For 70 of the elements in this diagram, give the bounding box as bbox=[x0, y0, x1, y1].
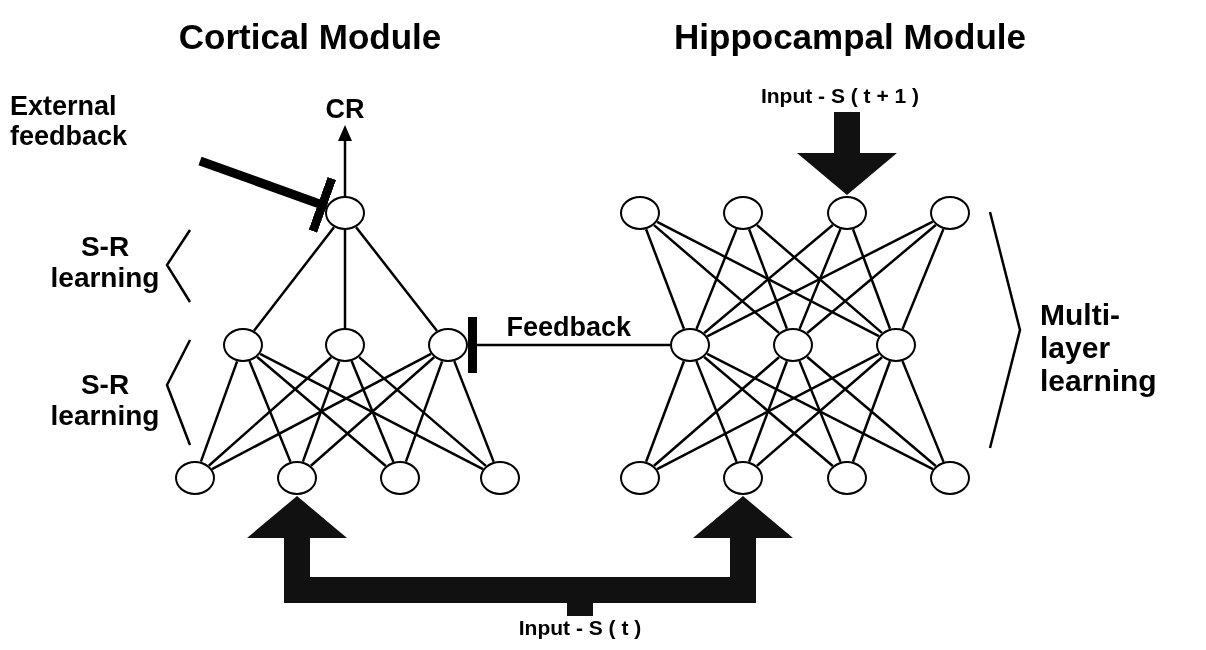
arrow bbox=[338, 125, 352, 196]
connection-line bbox=[259, 352, 484, 471]
bracket-label: S-R learning bbox=[49, 232, 161, 294]
connection-line bbox=[253, 226, 335, 332]
connection-line bbox=[355, 226, 438, 332]
connection-line bbox=[806, 224, 937, 334]
neuron-circle bbox=[827, 461, 867, 495]
neuron-circle bbox=[380, 461, 420, 495]
connection-line bbox=[310, 356, 435, 467]
connection-line bbox=[644, 360, 686, 463]
connection-line bbox=[747, 360, 789, 463]
connection-line bbox=[211, 352, 432, 471]
connection-line bbox=[706, 220, 934, 338]
connection-line bbox=[656, 220, 880, 338]
neuron-circle bbox=[827, 196, 867, 230]
connection-line bbox=[350, 360, 395, 463]
feedback-label: External feedback bbox=[10, 92, 200, 152]
neuron-circle bbox=[723, 196, 763, 230]
connection-line bbox=[248, 360, 292, 463]
neuron-circle bbox=[930, 461, 970, 495]
neuron-circle bbox=[930, 196, 970, 230]
connection-line bbox=[901, 360, 945, 463]
connection-line bbox=[806, 356, 937, 467]
neuron-circle bbox=[876, 328, 916, 362]
neuron-circle bbox=[428, 328, 468, 362]
neuron-circle bbox=[620, 461, 660, 495]
connection-line bbox=[851, 360, 892, 463]
inhibitory-connector bbox=[468, 317, 670, 373]
module-title: Hippocampal Module bbox=[673, 18, 1027, 57]
connection-line bbox=[653, 356, 780, 467]
neuron-circle bbox=[670, 328, 710, 362]
connection-line bbox=[404, 360, 444, 463]
neuron-circle bbox=[325, 328, 365, 362]
connection-line bbox=[207, 356, 333, 467]
neuron-circle bbox=[620, 196, 660, 230]
connection-line bbox=[343, 230, 347, 328]
connection-line bbox=[798, 228, 842, 330]
connection-line bbox=[644, 228, 686, 330]
connection-line bbox=[901, 228, 945, 330]
connection-line bbox=[706, 352, 934, 471]
connection-line bbox=[653, 224, 780, 334]
module-title: Cortical Module bbox=[177, 18, 443, 57]
input-label: Input - S ( t + 1 ) bbox=[715, 84, 965, 108]
connection-line bbox=[756, 224, 883, 334]
neuron-circle bbox=[480, 461, 520, 495]
input-label: Input - S ( t ) bbox=[485, 616, 675, 640]
neuron-circle bbox=[175, 461, 215, 495]
connection-line bbox=[756, 356, 883, 467]
connection-line bbox=[199, 360, 239, 463]
connection-line bbox=[703, 356, 834, 467]
neuron-circle bbox=[223, 328, 263, 362]
connection-line bbox=[256, 356, 387, 467]
connection-line bbox=[703, 224, 834, 334]
inhibitory-connector bbox=[198, 156, 337, 233]
neuron-circle bbox=[773, 328, 813, 362]
connection-line bbox=[747, 228, 789, 330]
connection-line bbox=[798, 360, 842, 463]
output-label: CR bbox=[320, 95, 370, 125]
bracket-label: Multi-layer learning bbox=[1040, 298, 1158, 397]
connection-line bbox=[851, 228, 892, 330]
connection-line bbox=[695, 228, 738, 330]
connection-line bbox=[695, 360, 738, 463]
neuron-circle bbox=[277, 461, 317, 495]
neuron-circle bbox=[723, 461, 763, 495]
neuron-circle bbox=[325, 196, 365, 230]
bracket-label: S-R learning bbox=[49, 370, 161, 432]
connection-line bbox=[656, 352, 880, 471]
connection-line bbox=[358, 356, 487, 467]
connection-line bbox=[453, 360, 495, 463]
connection-line bbox=[301, 360, 341, 463]
